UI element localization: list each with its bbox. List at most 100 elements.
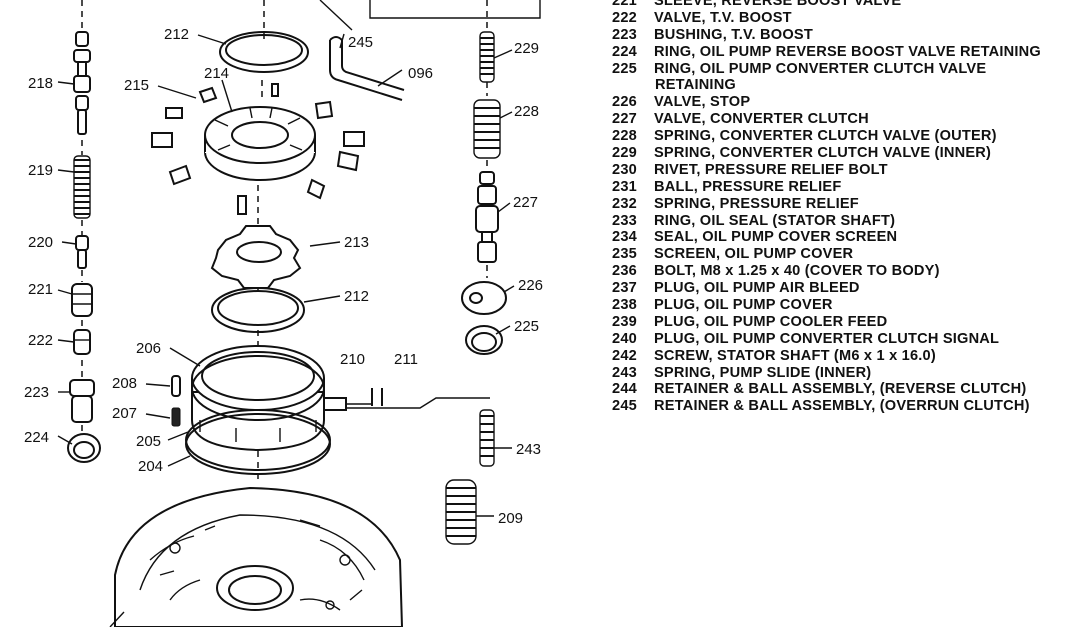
- callout-214: 214: [204, 65, 229, 82]
- legend-part-number: 230: [612, 161, 637, 178]
- legend-part-number: 240: [612, 330, 637, 347]
- legend-item: 223 BUSHING, T.V. BOOST: [612, 27, 1080, 44]
- legend-part-number: 222: [612, 9, 637, 26]
- legend-part-number: 245: [612, 398, 637, 415]
- leader-lines: [57, 33, 515, 627]
- legend-part-number: 232: [612, 195, 637, 212]
- ring-212-lower: [211, 287, 305, 333]
- legend-item: 231 BALL, PRESSURE RELIEF: [612, 179, 1080, 196]
- legend-part-number: 237: [612, 280, 637, 297]
- sleeve-221: [71, 283, 93, 317]
- legend-part-number: 226: [612, 94, 637, 111]
- spring-228: [473, 99, 501, 159]
- legend-part-number: 243: [612, 364, 637, 381]
- legend-part-number: 233: [612, 212, 637, 229]
- pins-210-211: [346, 388, 383, 406]
- spring-229: [479, 31, 495, 83]
- legend-item: 226 VALVE, STOP: [612, 94, 1080, 111]
- callout-212-lower: 212: [344, 288, 369, 305]
- legend-part-description: PLUG, OIL PUMP COOLER FEED: [654, 313, 888, 330]
- legend-part-number: 231: [612, 178, 637, 195]
- callout-220: 220: [28, 234, 53, 251]
- ring-212-top: [219, 31, 309, 73]
- seal-204-205: [185, 409, 331, 475]
- exploded-view-diagram: 212 214 215 218 219 220 221 222 223 224 …: [24, 0, 543, 627]
- callout-211: 211: [394, 351, 418, 368]
- legend-part-description: RETAINER & BALL ASSEMBLY, (OVERRUN CLUTC…: [654, 398, 1030, 415]
- legend-part-description: SPRING, PRESSURE RELIEF: [654, 195, 859, 212]
- callout-229: 229: [514, 40, 539, 57]
- callout-225: 225: [514, 318, 539, 335]
- legend-item: 234 SEAL, OIL PUMP COVER SCREEN: [612, 229, 1080, 246]
- legend-part-number: 225: [612, 60, 637, 77]
- callout-221: 221: [28, 281, 53, 298]
- callout-208: 208: [112, 375, 137, 392]
- bushing-223: [69, 379, 95, 423]
- legend-part-number: 242: [612, 347, 637, 364]
- legend-part-description: SEAL, OIL PUMP COVER SCREEN: [654, 229, 898, 246]
- legend-part-description: VALVE, STOP: [654, 94, 751, 111]
- legend-item: 228 SPRING, CONVERTER CLUTCH VALVE (OUTER…: [612, 128, 1080, 145]
- legend-part-description: RING, OIL SEAL (STATOR SHAFT): [654, 212, 896, 229]
- callout-205: 205: [136, 433, 161, 450]
- valve-218: [73, 31, 91, 135]
- legend-part-description: SLEEVE, REVERSE BOOST VALVE: [654, 0, 902, 9]
- callout-228: 228: [514, 103, 539, 120]
- callout-215: 215: [124, 77, 149, 94]
- legend-part-description: BALL, PRESSURE RELIEF: [654, 178, 842, 195]
- callout-245: 245: [348, 34, 373, 51]
- legend-part-description: SPRING, CONVERTER CLUTCH VALVE (INNER): [654, 145, 992, 162]
- legend-item: 222 VALVE, T.V. BOOST: [612, 10, 1080, 27]
- ring-225: [465, 325, 503, 355]
- legend-item: 230 RIVET, PRESSURE RELIEF BOLT: [612, 162, 1080, 179]
- legend-part-number: 238: [612, 297, 637, 314]
- callout-243: 243: [516, 441, 541, 458]
- legend-part-number: 236: [612, 263, 637, 280]
- callout-210: 210: [340, 351, 365, 368]
- legend-part-description: SPRING, CONVERTER CLUTCH VALVE (OUTER): [654, 128, 997, 145]
- legend-part-number: 235: [612, 246, 637, 263]
- ring-224: [67, 433, 101, 463]
- legend-part-description: SPRING, PUMP SLIDE (INNER): [654, 364, 872, 381]
- legend-item: 232 SPRING, PRESSURE RELIEF: [612, 196, 1080, 213]
- vane-blocks-215: [151, 83, 365, 215]
- legend-part-description: SCREW, STATOR SHAFT (M6 x 1 x 16.0): [654, 347, 936, 364]
- legend-item: 243 SPRING, PUMP SLIDE (INNER): [612, 365, 1080, 382]
- legend-part-description: BUSHING, T.V. BOOST: [654, 26, 813, 43]
- spring-209: [445, 479, 477, 545]
- pump-body: [114, 486, 404, 627]
- plate-213: [210, 225, 302, 289]
- legend-item: 236 BOLT, M8 x 1.25 x 40 (COVER TO BODY): [612, 263, 1080, 280]
- legend-part-number: 244: [612, 381, 637, 398]
- callout-224: 224: [24, 429, 49, 446]
- legend-part-number: 234: [612, 229, 637, 246]
- spring-207: [171, 407, 181, 427]
- valve-222: [73, 329, 91, 355]
- spring-243: [346, 397, 495, 467]
- legend-part-description: VALVE, T.V. BOOST: [654, 9, 792, 26]
- valve-220: [75, 235, 89, 269]
- legend-part-number: 227: [612, 111, 637, 128]
- callout-209: 209: [498, 510, 523, 527]
- callout-212-top: 212: [164, 26, 189, 43]
- legend-part-number: 228: [612, 128, 637, 145]
- callout-206: 206: [136, 340, 161, 357]
- legend-part-description: RIVET, PRESSURE RELIEF BOLT: [654, 161, 888, 178]
- legend-item: RETAINING: [612, 77, 1080, 94]
- pin-208: [171, 375, 181, 397]
- legend-part-description: RING, OIL PUMP REVERSE BOOST VALVE RETAI…: [654, 43, 1041, 60]
- pump-slide-214: [204, 106, 316, 181]
- legend-part-description: BOLT, M8 x 1.25 x 40 (COVER TO BODY): [654, 263, 940, 280]
- callout-096: 096: [408, 65, 433, 82]
- legend-part-description: RETAINER & BALL ASSEMBLY, (REVERSE CLUTC…: [654, 381, 1027, 398]
- legend-part-number: 223: [612, 26, 637, 43]
- callout-223: 223: [24, 384, 49, 401]
- legend-part-description: PLUG, OIL PUMP AIR BLEED: [654, 280, 860, 297]
- legend-item: 242 SCREW, STATOR SHAFT (M6 x 1 x 16.0): [612, 348, 1080, 365]
